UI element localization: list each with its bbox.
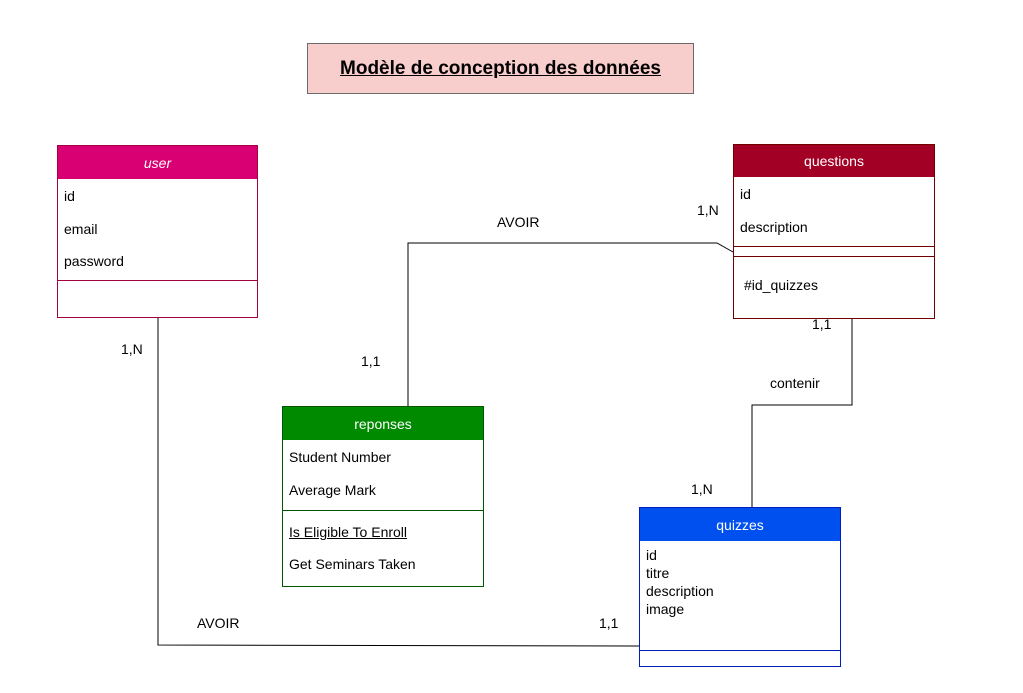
questions-method-id-quizzes: #id_quizzes — [744, 277, 818, 293]
questions-field-id: id — [740, 186, 751, 202]
entity-questions-header: questions — [734, 145, 934, 177]
relation-label-contenir: contenir — [770, 375, 820, 391]
diagram-title: Modèle de conception des données — [307, 43, 694, 94]
cardinality-reponses-avoir: 1,1 — [361, 353, 381, 369]
cardinality-user-avoir: 1,N — [121, 341, 143, 357]
entity-user[interactable]: user id email password — [57, 145, 258, 318]
questions-field-description: description — [740, 219, 808, 235]
reponses-method-get-seminars: Get Seminars Taken — [289, 556, 416, 572]
quizzes-field-description: description — [646, 583, 714, 599]
questions-separator-top — [734, 246, 934, 247]
entity-quizzes-header: quizzes — [640, 508, 840, 541]
relation-label-avoir-reponses-questions: AVOIR — [497, 214, 540, 230]
cardinality-questions-contenir: 1,1 — [812, 316, 832, 332]
entity-quizzes[interactable]: quizzes id titre description image — [639, 507, 841, 667]
relation-line-questions-quizzes — [751, 319, 853, 507]
quizzes-separator — [640, 650, 840, 651]
entity-reponses[interactable]: reponses Student Number Average Mark Is … — [282, 406, 484, 587]
relation-label-avoir-user-quizzes: AVOIR — [197, 615, 240, 631]
entity-user-header: user — [58, 146, 257, 179]
quizzes-field-image: image — [646, 601, 685, 617]
reponses-separator — [283, 510, 483, 511]
entity-reponses-header: reponses — [283, 407, 483, 440]
relation-line-reponses-questions — [407, 242, 734, 406]
quizzes-field-titre: titre — [646, 565, 670, 581]
cardinality-quizzes-contenir: 1,N — [691, 481, 713, 497]
cardinality-questions-avoir: 1,N — [697, 202, 719, 218]
cardinality-quizzes-avoir: 1,1 — [599, 615, 619, 631]
quizzes-field-id: id — [646, 547, 657, 563]
reponses-field-average-mark: Average Mark — [289, 482, 376, 498]
user-field-email: email — [64, 221, 98, 237]
user-separator — [58, 280, 257, 281]
reponses-field-student-number: Student Number — [289, 449, 391, 465]
user-field-password: password — [64, 253, 124, 269]
user-field-id: id — [64, 188, 75, 204]
questions-separator-bottom — [734, 256, 934, 257]
relation-line-user-quizzes — [157, 318, 640, 647]
reponses-method-is-eligible: Is Eligible To Enroll — [289, 524, 408, 540]
entity-questions[interactable]: questions id description #id_quizzes — [733, 144, 935, 319]
